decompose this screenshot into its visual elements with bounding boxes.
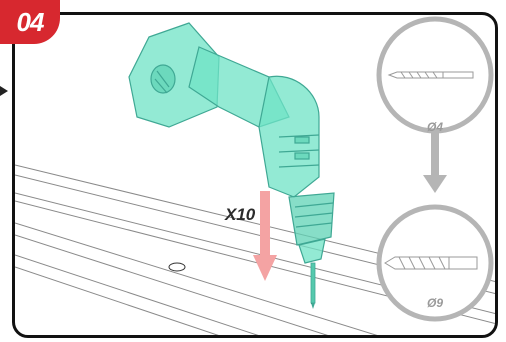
down-arrow-icon (253, 191, 277, 283)
step-panel: X10 Ø4 Ø9 (12, 12, 498, 338)
pointer-arrow-icon (0, 86, 8, 96)
drill-bit-size-label: Ø9 (427, 296, 443, 310)
step-number-badge: 04 (0, 0, 60, 44)
repeat-count-label: X10 (225, 205, 255, 225)
step-number: 04 (17, 7, 44, 38)
drill-icon (119, 17, 359, 317)
drill-bit-size-label: Ø4 (427, 120, 443, 134)
drill-bit-callouts (357, 15, 498, 338)
